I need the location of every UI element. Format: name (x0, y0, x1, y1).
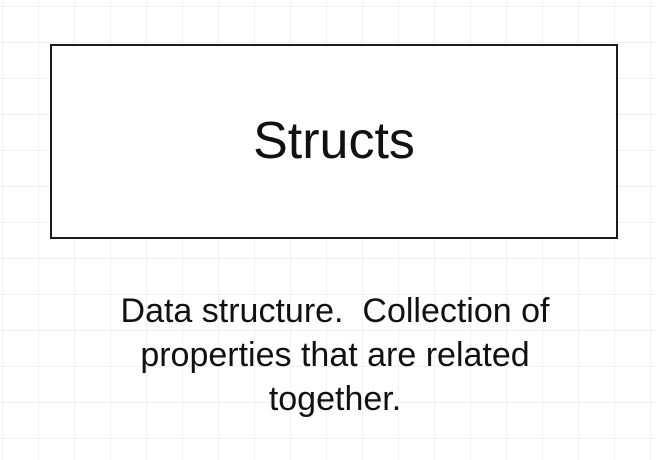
description-text: Data structure. Collection of properties… (40, 289, 630, 421)
description-line: Data structure. Collection of (120, 292, 550, 330)
description-line: properties that are related (140, 336, 530, 374)
structs-box: Structs (50, 44, 618, 239)
description-line: together. (268, 380, 402, 418)
box-label: Structs (253, 111, 415, 170)
